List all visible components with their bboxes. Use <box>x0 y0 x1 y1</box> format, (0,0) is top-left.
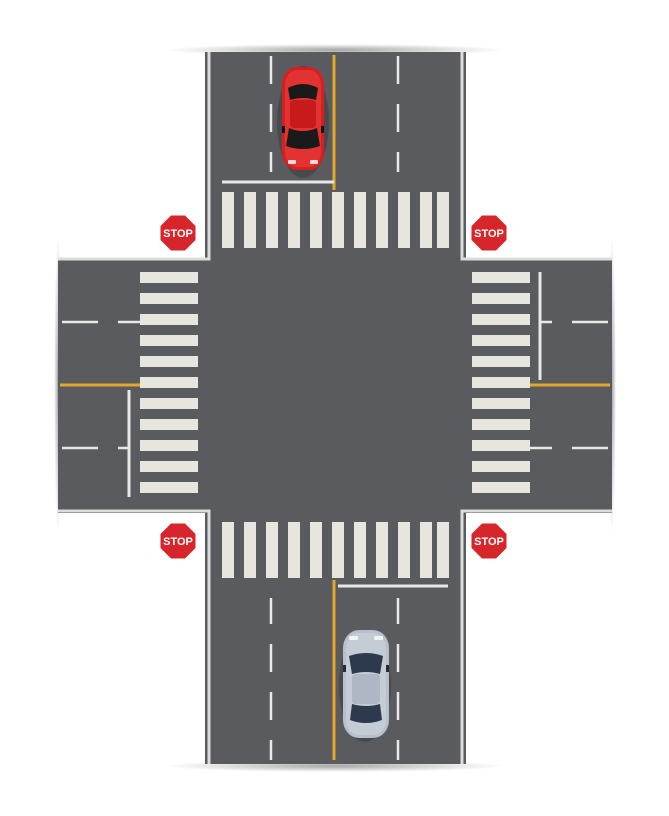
stop-sign-label: STOP <box>474 536 504 548</box>
crosswalk-east <box>472 272 530 493</box>
silver-car-rear-window <box>350 704 382 723</box>
intersection-center <box>205 258 466 513</box>
stop-sign-label: STOP <box>163 536 193 548</box>
red-car-roof <box>290 100 316 128</box>
stop-sign-bottom-right: STOP <box>469 521 509 561</box>
stop-sign-label: STOP <box>163 228 193 240</box>
red-car-rear-window <box>288 84 318 100</box>
crosswalk-north <box>222 192 449 248</box>
curb-lines <box>58 52 612 764</box>
stop-sign-bottom-left: STOP <box>158 521 198 561</box>
south-lane-markings <box>269 580 448 760</box>
crosswalk-west <box>140 272 198 493</box>
west-lane-markings <box>60 320 140 497</box>
stop-sign-top-left: STOP <box>158 213 198 253</box>
stop-sign-top-right: STOP <box>469 213 509 253</box>
silver-car <box>339 630 391 742</box>
silver-car-windshield <box>349 653 383 674</box>
east-lane-markings <box>528 272 610 450</box>
red-car-windshield <box>286 128 320 149</box>
crosswalk-south <box>222 522 449 578</box>
silver-car-roof <box>352 674 380 704</box>
north-lane-markings <box>222 55 400 190</box>
red-car <box>277 66 329 178</box>
stop-sign-label: STOP <box>474 228 504 240</box>
